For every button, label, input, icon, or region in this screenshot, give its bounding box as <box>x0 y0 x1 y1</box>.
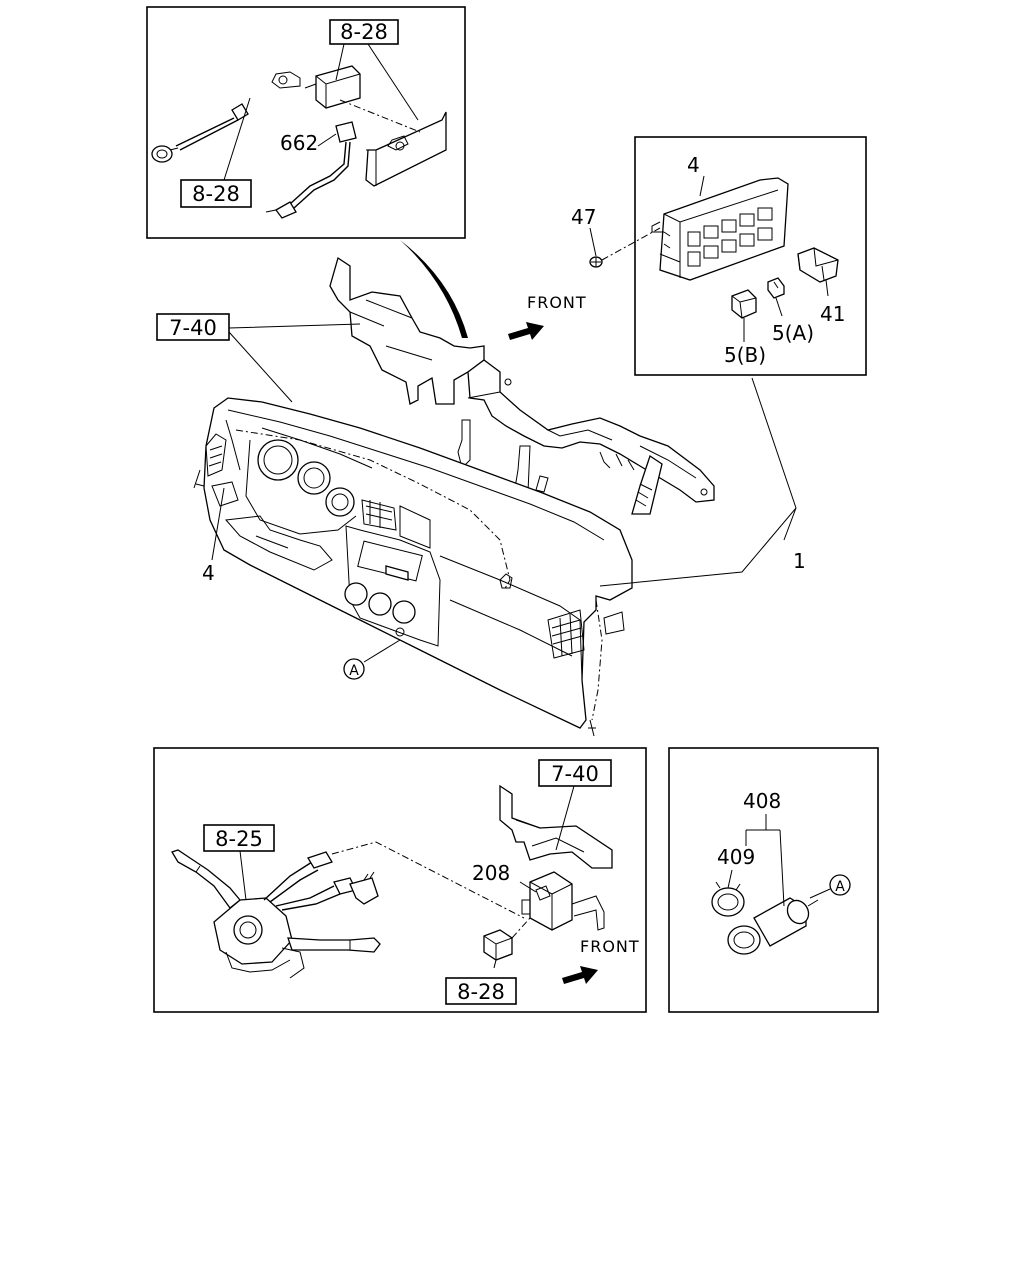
part-47-label: 47 <box>571 205 596 229</box>
inset-top-left: 8-28 8-28 662 <box>146 6 466 239</box>
ref-8-28-top-label: 8-28 <box>340 20 388 44</box>
part-409-label: 409 <box>717 845 755 869</box>
part-4-left-label: 4 <box>202 561 215 585</box>
marker-a-main-label: A <box>349 663 359 679</box>
front-label-top: FRONT <box>527 293 587 312</box>
inset-bottom-left: 7-40 8-25 208 8-28 FRONT <box>153 747 647 1013</box>
part-4-module-label: 4 <box>687 153 700 177</box>
dashboard-assembly <box>193 256 715 737</box>
part-662-label: 662 <box>280 131 318 155</box>
marker-a-inset-label: A <box>835 879 845 895</box>
inset-top-right: 4 47 41 5(A) 5(B) <box>571 136 867 376</box>
ref-8-28-left-label: 8-28 <box>192 182 240 206</box>
part-5b-label: 5(B) <box>724 343 766 367</box>
inset-bottom-right: 408 409 A <box>668 747 879 1013</box>
ref-7-40-inset-label: 7-40 <box>551 762 599 786</box>
front-label-bottom: FRONT <box>580 937 640 956</box>
part-5a-label: 5(A) <box>772 321 814 345</box>
part-208-label: 208 <box>472 861 510 885</box>
ref-8-25-label: 8-25 <box>215 827 263 851</box>
front-arrow-bottom <box>562 966 598 984</box>
part-41-label: 41 <box>820 302 845 326</box>
main-labels: 7-40 4 1 A <box>156 313 806 680</box>
part-408-label: 408 <box>743 789 781 813</box>
inset-pointer-arrow <box>400 240 468 338</box>
front-arrow-top <box>508 322 544 340</box>
ref-8-28-bottom-label: 8-28 <box>457 980 505 1004</box>
part-1-label: 1 <box>793 549 806 573</box>
ref-7-40-main-label: 7-40 <box>169 316 217 340</box>
